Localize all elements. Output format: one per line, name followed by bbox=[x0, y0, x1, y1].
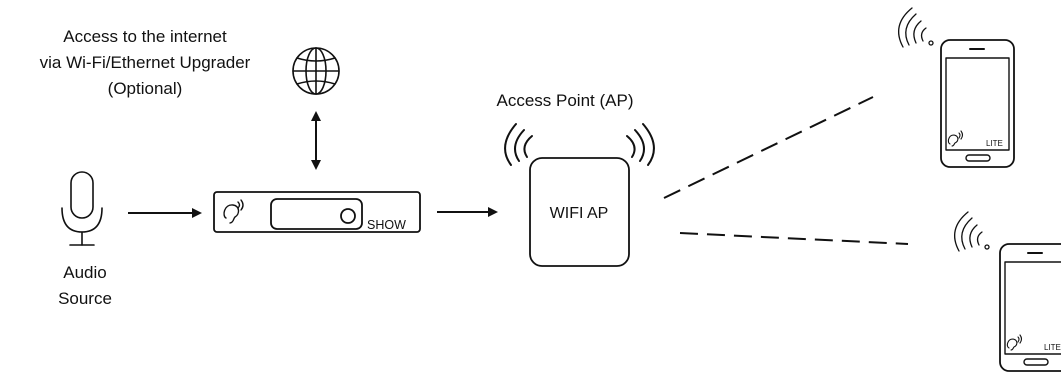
microphone-icon bbox=[61, 171, 103, 246]
access-point: WIFI AP bbox=[504, 123, 655, 267]
smartphone-icon bbox=[940, 39, 1015, 168]
internet-caption-line1: Access to the internet bbox=[63, 27, 227, 46]
audio-source-line1: Audio bbox=[63, 263, 107, 282]
phone-2-label: LITE bbox=[1044, 343, 1061, 352]
phone-1: LITE bbox=[897, 7, 1015, 168]
phone-1-label: LITE bbox=[986, 139, 1003, 148]
audio-source-caption: Audio Source bbox=[40, 260, 130, 312]
internet-caption: Access to the internet via Wi-Fi/Etherne… bbox=[0, 24, 290, 102]
wifi-signal-icon bbox=[953, 211, 990, 252]
ap-to-phone2-link bbox=[679, 232, 909, 245]
wifi-signal-icon bbox=[504, 123, 655, 166]
ap-to-phone1-link bbox=[663, 96, 874, 199]
audio-source-line2: Source bbox=[58, 289, 112, 308]
access-point-label: WIFI AP bbox=[550, 205, 609, 222]
smartphone-icon bbox=[999, 243, 1061, 372]
show-device: SHOW bbox=[213, 191, 421, 233]
globe-icon bbox=[292, 47, 340, 95]
show-device-label: SHOW bbox=[367, 218, 406, 232]
internet-caption-line2: via Wi-Fi/Ethernet Upgrader bbox=[39, 53, 251, 72]
wifi-signal-icon bbox=[897, 7, 934, 48]
phone-2: LITE bbox=[953, 211, 1061, 372]
ear-icon bbox=[223, 199, 244, 224]
access-point-caption: Access Point (AP) bbox=[496, 91, 634, 110]
internet-caption-line3: (Optional) bbox=[107, 79, 183, 98]
